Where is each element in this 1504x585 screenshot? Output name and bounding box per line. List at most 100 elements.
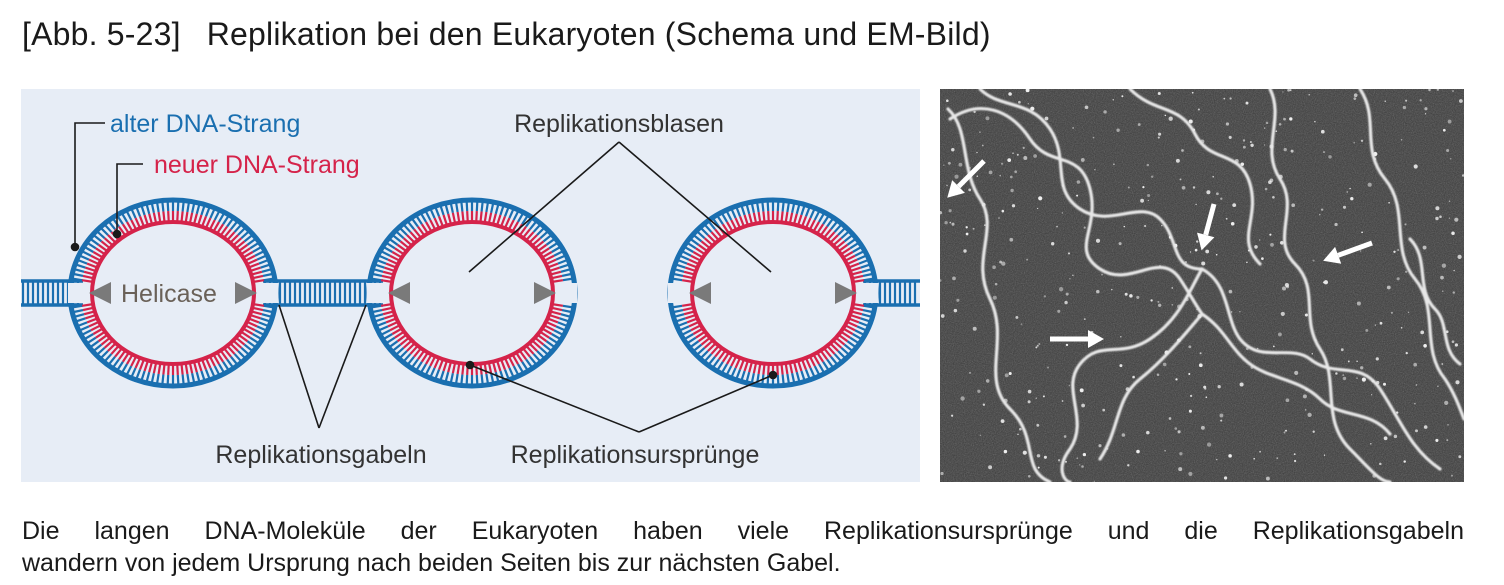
micrograph-particle — [1051, 242, 1055, 246]
helicase-icon — [835, 282, 857, 304]
micrograph-particle — [1457, 254, 1462, 260]
micrograph-particle — [1064, 300, 1068, 305]
micrograph-particle — [1323, 280, 1329, 285]
micrograph-particle — [1206, 190, 1211, 195]
micrograph-particle — [1194, 248, 1198, 252]
micrograph-particle — [1079, 388, 1084, 393]
micrograph-particle — [1200, 425, 1205, 430]
micrograph-particle — [1220, 419, 1223, 422]
micrograph-particle — [977, 389, 981, 393]
micrograph-particle — [1142, 186, 1145, 189]
micrograph-particle — [998, 217, 1000, 219]
bubbles-leader-2 — [618, 141, 772, 273]
micrograph-particle — [1150, 175, 1154, 178]
micrograph-particle — [1223, 476, 1228, 480]
micrograph-particle — [951, 222, 955, 226]
micrograph-particle — [1027, 400, 1031, 404]
micrograph-particle — [1397, 249, 1399, 251]
micrograph-particle — [1092, 136, 1095, 139]
micrograph-particle — [1312, 430, 1315, 433]
micrograph-particle — [1102, 408, 1106, 412]
micrograph-particle — [1446, 439, 1449, 442]
micrograph-particle — [1272, 345, 1275, 348]
micrograph-particle — [1263, 127, 1266, 129]
micrograph-particle — [1307, 412, 1312, 418]
micrograph-particle — [1188, 471, 1193, 476]
caption-word: der — [400, 517, 437, 545]
micrograph-particle — [1447, 119, 1452, 124]
micrograph-particle — [1451, 231, 1455, 236]
micrograph-particle — [976, 151, 978, 154]
micrograph-particle — [1191, 91, 1194, 94]
micrograph-particles — [940, 89, 1464, 482]
micrograph-particle — [1157, 91, 1161, 96]
micrograph-particle — [1382, 382, 1387, 386]
micrograph-particle — [1023, 156, 1028, 160]
micrograph-particle — [1042, 395, 1045, 398]
micrograph-particle — [1350, 197, 1354, 201]
micrograph-particle — [1320, 129, 1325, 134]
replication-schema-svg: alter DNA-Strang neuer DNA-Strang Helica… — [21, 89, 920, 482]
dna-fiber-9 — [1358, 89, 1464, 421]
micrograph-particle — [1379, 462, 1382, 466]
micrograph-particle — [1156, 373, 1160, 377]
micrograph-particle — [1256, 347, 1259, 350]
micrograph-particle — [1146, 430, 1150, 435]
electron-micrograph-svg — [940, 89, 1464, 482]
micrograph-particle — [1420, 330, 1425, 335]
micrograph-particle — [1171, 304, 1173, 306]
micrograph-particle — [1360, 366, 1364, 370]
micrograph-particle — [1003, 449, 1008, 454]
micrograph-particle — [940, 279, 942, 282]
micrograph-particle — [1375, 357, 1379, 361]
new-strand-leader-dot — [112, 229, 122, 239]
micrograph-particle — [951, 147, 955, 152]
micrograph-particle — [1093, 480, 1095, 482]
micrograph-particle — [1082, 452, 1087, 457]
micrograph-particle — [1120, 336, 1122, 338]
micrograph-particle — [1035, 346, 1038, 349]
micrograph-particle — [1065, 460, 1067, 463]
bubbles-leader-1 — [468, 141, 620, 273]
micrograph-particle — [1101, 273, 1103, 276]
micrograph-particle — [1179, 452, 1183, 456]
micrograph-particle — [1281, 286, 1287, 291]
micrograph-particle — [1127, 186, 1130, 189]
micrograph-particle — [992, 265, 996, 270]
micrograph-particle — [1111, 288, 1113, 291]
micrograph-particle — [999, 260, 1003, 264]
micrograph-particle — [1192, 186, 1196, 189]
micrograph-particle — [1346, 191, 1348, 193]
dna-fiber-8 — [1268, 89, 1392, 482]
micrograph-particle — [1265, 121, 1269, 125]
micrograph-particle — [1402, 105, 1407, 110]
micrograph-particle — [1388, 202, 1390, 204]
micrograph-particle — [969, 372, 971, 374]
micrograph-particle — [976, 175, 979, 178]
micrograph-particle — [1264, 187, 1268, 191]
micrograph-particle — [1304, 313, 1308, 317]
caption-word: und — [1107, 517, 1150, 545]
micrograph-particle — [1407, 311, 1410, 314]
micrograph-particle — [965, 232, 969, 236]
micrograph-particle — [1072, 274, 1074, 277]
micrograph-particle — [1217, 385, 1221, 389]
label-replication-origins: Replikationsursprünge — [511, 441, 760, 469]
micrograph-particle — [981, 144, 984, 147]
micrograph-particle — [1243, 145, 1246, 149]
micrograph-particle — [1065, 343, 1069, 347]
micrograph-particle — [1400, 139, 1403, 141]
helicase-icon — [235, 282, 257, 304]
micrograph-particle — [1212, 176, 1214, 178]
micrograph-particle — [1442, 290, 1444, 292]
micrograph-particle — [1081, 403, 1085, 408]
micrograph-particle — [1022, 450, 1027, 455]
micrograph-particle — [1403, 460, 1406, 463]
micrograph-particle — [1451, 340, 1455, 344]
origin-dot-2 — [768, 370, 778, 380]
micrograph-particle — [1361, 231, 1363, 234]
micrograph-particle — [1441, 263, 1447, 268]
micrograph-particle — [1072, 127, 1074, 129]
dna-fiber-4 — [1200, 267, 1442, 471]
